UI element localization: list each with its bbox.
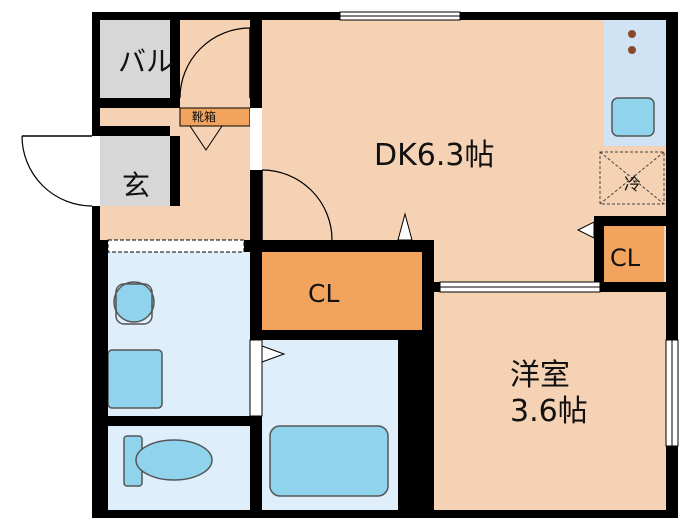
closet-small-label: CL: [610, 244, 641, 272]
triangle-indicator: [576, 221, 595, 239]
shoe-box-door: [189, 125, 223, 151]
balcony-label: バル: [118, 45, 175, 78]
wall: [422, 240, 434, 510]
shoe-box-label: 靴箱: [192, 110, 217, 124]
entrance-door-swing: [21, 135, 93, 207]
toilet-bowl-icon: [135, 439, 213, 481]
washing-machine-icon: [113, 281, 155, 323]
stove-burner-icon: [628, 30, 636, 38]
entrance-label: 玄: [122, 169, 151, 202]
closet-main-label: CL: [308, 279, 340, 308]
dk-door-swing: [261, 169, 333, 241]
wall: [92, 12, 100, 518]
wall: [398, 340, 422, 510]
entrance-floor: [100, 136, 170, 206]
dk-door-opening: [250, 108, 262, 170]
wall: [100, 416, 250, 426]
closet-main-fill: [262, 252, 422, 330]
closet-small-fill: [604, 226, 664, 282]
wall: [604, 216, 666, 226]
wall: [594, 216, 604, 292]
wall: [262, 240, 434, 252]
western-room-size: 3.6帖: [510, 394, 588, 429]
kitchen-sink-icon: [611, 97, 655, 137]
wall: [262, 330, 422, 340]
wall: [100, 252, 108, 510]
triangle-indicator: [397, 212, 413, 241]
entrance-door-opening: [92, 136, 100, 206]
wall: [100, 126, 170, 136]
washbasin-icon: [107, 349, 163, 409]
wall: [92, 510, 678, 518]
balcony-floor: [100, 20, 170, 98]
western-room-label: 洋室 3.6帖: [510, 358, 588, 430]
wall: [170, 20, 180, 108]
wall: [170, 136, 180, 206]
triangle-indicator: [261, 345, 286, 363]
washroom-door: [107, 239, 245, 253]
fridge-label: 冷: [624, 175, 641, 195]
bathroom-door: [249, 339, 263, 417]
balcony-door-swing: [179, 27, 251, 99]
wall: [250, 20, 262, 108]
wall: [100, 98, 170, 108]
fridge-cross-line: [599, 151, 665, 205]
washing-machine-icon: [115, 283, 153, 325]
stove-burner-icon: [628, 46, 636, 54]
western-room-name: 洋室: [510, 358, 570, 393]
dk-room-label: DK6.3帖: [374, 138, 495, 173]
bathtub-icon: [269, 425, 389, 497]
